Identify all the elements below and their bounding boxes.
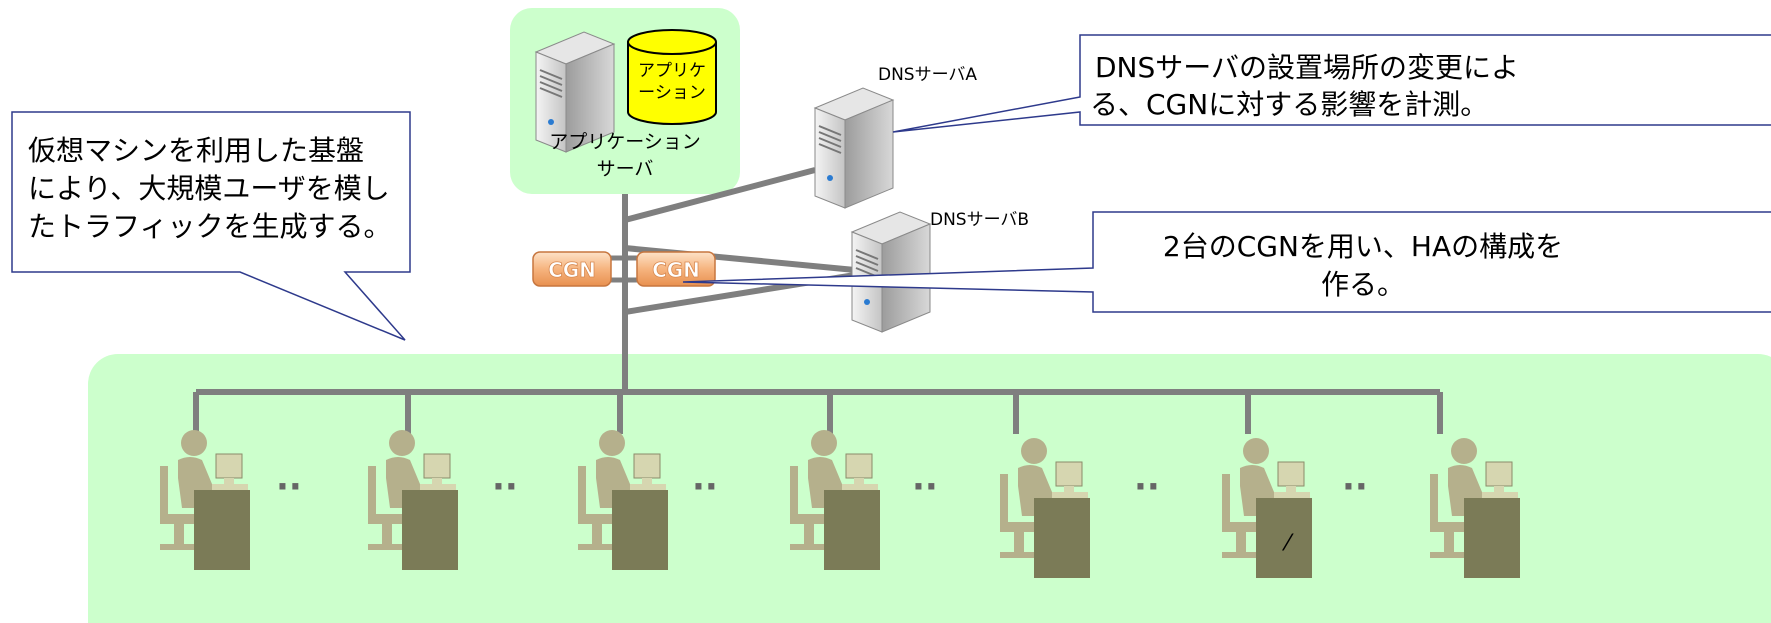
link-dns-a (624, 167, 816, 223)
desk (194, 490, 250, 570)
db-label-1: アプリケ (638, 61, 706, 81)
dns-a-label: DNSサーバA (878, 65, 977, 85)
user-workstation-icon (367, 429, 458, 570)
desk (1464, 498, 1520, 578)
user-workstation-icon (1429, 437, 1520, 578)
callout-dns-line-2: る、CGNに対する影響を計測。 (1090, 88, 1488, 121)
client-network-area (88, 354, 1771, 623)
app-server-label-2: サーバ (597, 158, 654, 180)
dns-b-label: DNSサーバB (930, 210, 1029, 230)
user-ellipsis: ·· (692, 467, 718, 507)
dns-server-a-icon (814, 87, 894, 209)
database-icon: アプリケ ーション (627, 29, 717, 125)
user-ellipsis: ·· (276, 467, 302, 507)
callout-ha: 2台のCGNを用い、HAの構成を 作る。 (682, 211, 1771, 313)
desk (824, 490, 880, 570)
cgn-box-right: CGN (636, 251, 716, 287)
user-ellipsis: ·· (492, 467, 518, 507)
db-label-2: ーション (638, 83, 706, 103)
callout-vm-line-3: たトラフィックを生成する。 (28, 210, 391, 243)
desk (1256, 498, 1312, 578)
user-ellipsis: ·· (1134, 467, 1160, 507)
desk (612, 490, 668, 570)
app-server-label-1: アプリケーション (549, 131, 701, 153)
callout-vm: 仮想マシンを利用した基盤 により、大規模ユーザを模し たトラフィックを生成する。 (11, 111, 411, 341)
user-workstation-icon (999, 437, 1090, 578)
users: ·· ·· ·· ·· ·· ·· (159, 429, 1520, 578)
user-workstation-icon (1221, 437, 1312, 578)
user-ellipsis: ·· (1342, 467, 1368, 507)
svg-text:CGN: CGN (652, 258, 700, 282)
dns-server-b-icon (851, 211, 931, 333)
callout-dns-line-1: DNSサーバの設置場所の変更によ (1095, 51, 1519, 84)
user-ellipsis: ·· (912, 467, 938, 507)
cgn-box-left: CGN (532, 251, 612, 287)
callout-ha-line-2: 作る。 (1321, 268, 1405, 301)
user-workstation-icon (789, 429, 880, 570)
desk (1034, 498, 1090, 578)
user-workstation-icon (577, 429, 668, 570)
svg-text:CGN: CGN (548, 258, 596, 282)
callout-vm-line-1: 仮想マシンを利用した基盤 (28, 134, 364, 167)
desk (402, 490, 458, 570)
callout-dns: DNSサーバの設置場所の変更によ る、CGNに対する影響を計測。 (892, 34, 1771, 133)
callout-vm-line-2: により、大規模ユーザを模し (28, 172, 390, 205)
user-workstation-icon (159, 429, 250, 570)
callout-ha-line-1: 2台のCGNを用い、HAの構成を (1163, 230, 1563, 263)
